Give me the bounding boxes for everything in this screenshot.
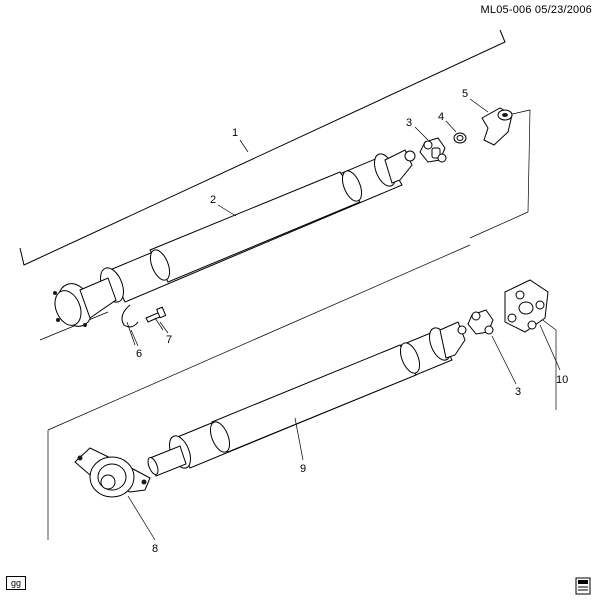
document-stack-icon bbox=[575, 577, 591, 595]
retaining-clip bbox=[121, 304, 139, 346]
gg-badge: gg bbox=[6, 576, 26, 590]
slip-yoke bbox=[481, 107, 513, 146]
callout-5: 5 bbox=[462, 88, 468, 100]
callout-7: 7 bbox=[166, 334, 172, 346]
bolt bbox=[145, 306, 167, 331]
upper-universal-joint bbox=[419, 137, 447, 163]
companion-flange bbox=[504, 279, 549, 333]
diagram-code: ML05-006 05/23/2006 bbox=[480, 4, 592, 16]
bearing-cap bbox=[453, 132, 467, 144]
leader-lines bbox=[127, 98, 561, 541]
callout-2: 2 bbox=[210, 194, 216, 206]
callout-3-upper: 3 bbox=[406, 117, 412, 129]
lower-universal-joint bbox=[467, 309, 494, 335]
callout-4: 4 bbox=[438, 111, 444, 123]
upper-propeller-shaft bbox=[53, 149, 416, 327]
callout-1: 1 bbox=[232, 127, 238, 139]
lower-propeller-shaft bbox=[147, 321, 467, 477]
callout-8: 8 bbox=[152, 543, 158, 555]
center-support-bearing bbox=[74, 447, 151, 498]
callout-3-lower: 3 bbox=[515, 386, 521, 398]
assembly-bracket bbox=[19, 29, 506, 266]
callout-9: 9 bbox=[300, 463, 306, 475]
callout-6: 6 bbox=[136, 348, 142, 360]
callout-10: 10 bbox=[556, 374, 568, 386]
